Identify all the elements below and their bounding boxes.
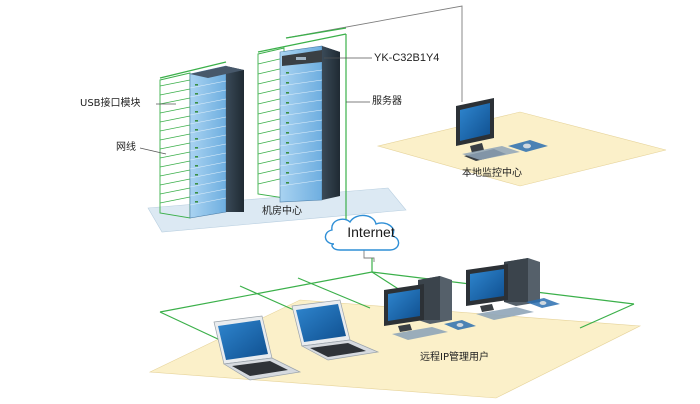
local-monitor-label: 本地监控中心 bbox=[462, 168, 522, 179]
local-monitor-workstation bbox=[456, 98, 548, 161]
right-server-rack bbox=[257, 45, 340, 203]
laptop-1 bbox=[213, 315, 302, 381]
callout-lines bbox=[139, 57, 372, 155]
desktop-pc-1 bbox=[384, 276, 476, 340]
internet-cloud bbox=[324, 214, 400, 251]
usb-module-label: USB接口模块 bbox=[80, 98, 141, 109]
gray-network-lines bbox=[285, 5, 463, 262]
remote-users-label: 远程IP管理用户 bbox=[420, 352, 489, 363]
server-label: 服务器 bbox=[372, 96, 402, 107]
datacenter-label: 机房中心 bbox=[262, 206, 302, 217]
network-cable-label: 网线 bbox=[116, 142, 136, 153]
desktop-pc-2 bbox=[466, 258, 560, 320]
model-label: YK-C32B1Y4 bbox=[374, 52, 440, 64]
internet-label: Internet bbox=[347, 224, 395, 240]
laptop-2 bbox=[291, 299, 380, 361]
left-server-rack bbox=[159, 65, 244, 219]
